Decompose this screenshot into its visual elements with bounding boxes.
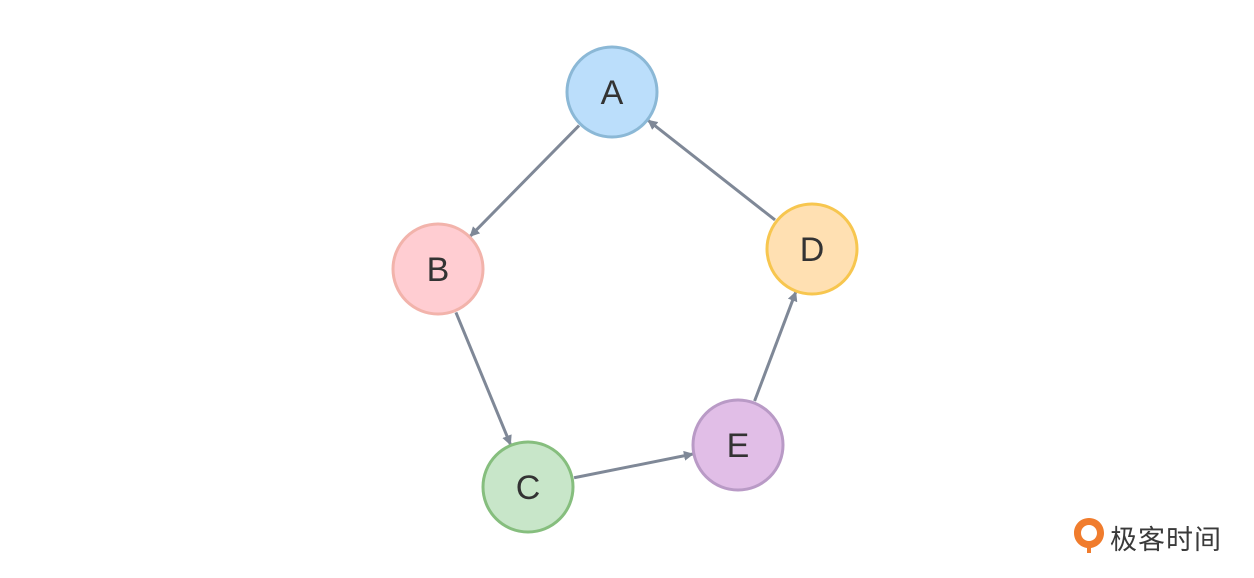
node-b-label: B [427, 251, 450, 289]
node-c-circle [481, 440, 575, 534]
node-a-label: A [601, 74, 624, 112]
edge-d-to-a [647, 119, 776, 222]
edge-c-to-e [573, 450, 694, 480]
node-c-label: C [516, 469, 541, 507]
node-e-label: E [727, 427, 750, 465]
node-b: B [391, 222, 485, 316]
watermark: 极客时间 [1072, 516, 1222, 559]
node-b-circle [391, 222, 485, 316]
node-d-label: D [800, 231, 825, 269]
watermark-text: 极客时间 [1110, 525, 1222, 556]
node-c: C [481, 440, 575, 534]
geektime-logo-icon [1072, 516, 1106, 559]
node-d: D [765, 202, 859, 296]
edge-b-to-c [454, 311, 512, 446]
node-e: E [691, 398, 785, 492]
node-a-circle [565, 45, 659, 139]
node-e-circle [691, 398, 785, 492]
edge-a-to-b [469, 124, 581, 238]
node-d-circle [765, 202, 859, 296]
nodes-layer: A B C D E [391, 45, 859, 534]
edges-layer [454, 119, 798, 480]
edge-e-to-d [753, 291, 798, 402]
node-a: A [565, 45, 659, 139]
